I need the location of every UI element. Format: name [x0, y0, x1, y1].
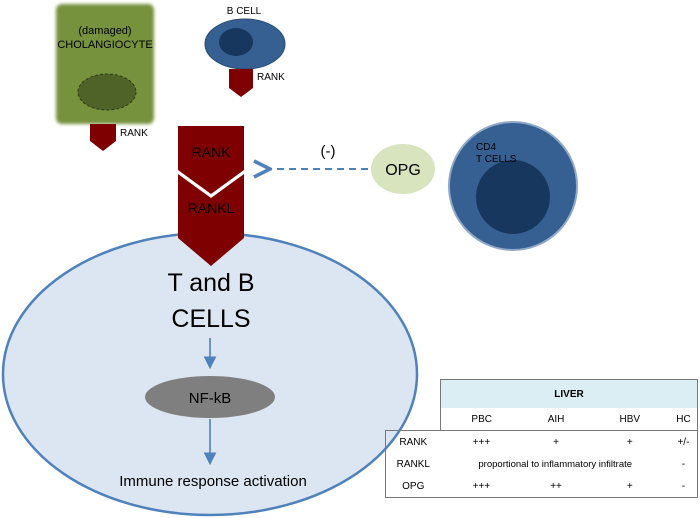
table-title-row: LIVER	[386, 379, 698, 409]
table-cell: +++	[472, 436, 491, 448]
rank-label: RANK	[192, 144, 232, 160]
b-cell-nucleus	[219, 28, 253, 56]
rank-receptor-shape	[178, 126, 244, 194]
nfkb-molecule	[145, 376, 275, 418]
table-cell: ++	[522, 475, 590, 498]
nfkb-label: NF-kB	[189, 390, 232, 407]
row-label-rankl: RANKL	[384, 453, 441, 475]
cholangiocyte-label-line2: CHOLANGIOCYTE	[57, 39, 152, 51]
column-header-aih: AIH	[522, 408, 590, 431]
table-cell: +	[553, 436, 559, 448]
table-cell: +++	[440, 475, 523, 498]
table-column-header-row: PBC AIH HBV HC	[386, 408, 698, 431]
table-cell: +	[626, 436, 633, 448]
cd4-label-line1: CD4	[476, 142, 496, 153]
tb-cell-label-line2: CELLS	[171, 305, 250, 333]
table-corner-2	[386, 408, 441, 431]
cd4-label-line2: T CELLS	[476, 154, 517, 165]
row-label-rank: RANK	[384, 430, 441, 453]
table-row-rankl: RANKL proportional to inflammatory infil…	[384, 453, 698, 475]
rankl-label: RANKL	[188, 200, 235, 216]
column-header-hbv: HBV	[589, 408, 670, 431]
row-label-opg: OPG	[384, 475, 441, 498]
b-cell-rank-label: RANK	[257, 72, 285, 83]
cholangiocyte-label-line1: (damaged)	[78, 25, 131, 37]
rankl-span-cell: proportional to inflammatory infiltrate	[478, 458, 633, 470]
cholangiocyte-rank-receptor	[90, 124, 116, 151]
cholangiocyte-cell	[56, 4, 154, 124]
table-row-rank: RANK +++ + + +/-	[384, 430, 698, 453]
table-corner	[386, 380, 441, 409]
tb-cell-label-line1: T and B	[167, 269, 254, 297]
b-cell-label: B CELL	[227, 6, 262, 17]
cholangiocyte-rank-label: RANK	[120, 128, 148, 139]
column-header-pbc: PBC	[440, 408, 523, 431]
table-row-opg: OPG +++ ++ + -	[384, 475, 698, 498]
column-header-hc: HC	[669, 408, 698, 431]
cd4-t-cell-nucleus	[476, 160, 550, 234]
table-cell: -	[669, 453, 698, 475]
rankl-receptor-shape	[178, 174, 244, 266]
cholangiocyte-nucleus	[77, 73, 137, 111]
inhibition-label: (-)	[321, 143, 336, 160]
opg-label: OPG	[385, 162, 421, 179]
table-title: LIVER	[440, 379, 698, 408]
table-cell: +/-	[669, 430, 698, 453]
b-cell-rank-receptor	[229, 69, 253, 97]
immune-response-label: Immune response activation	[119, 473, 307, 490]
table-cell: -	[669, 475, 698, 498]
rank-rankl-complex	[178, 126, 244, 266]
liver-expression-table: LIVER PBC AIH HBV HC RANK +++ + + +/- RA…	[384, 379, 698, 498]
table-cell: +	[589, 475, 670, 498]
opg-molecule	[371, 144, 435, 194]
